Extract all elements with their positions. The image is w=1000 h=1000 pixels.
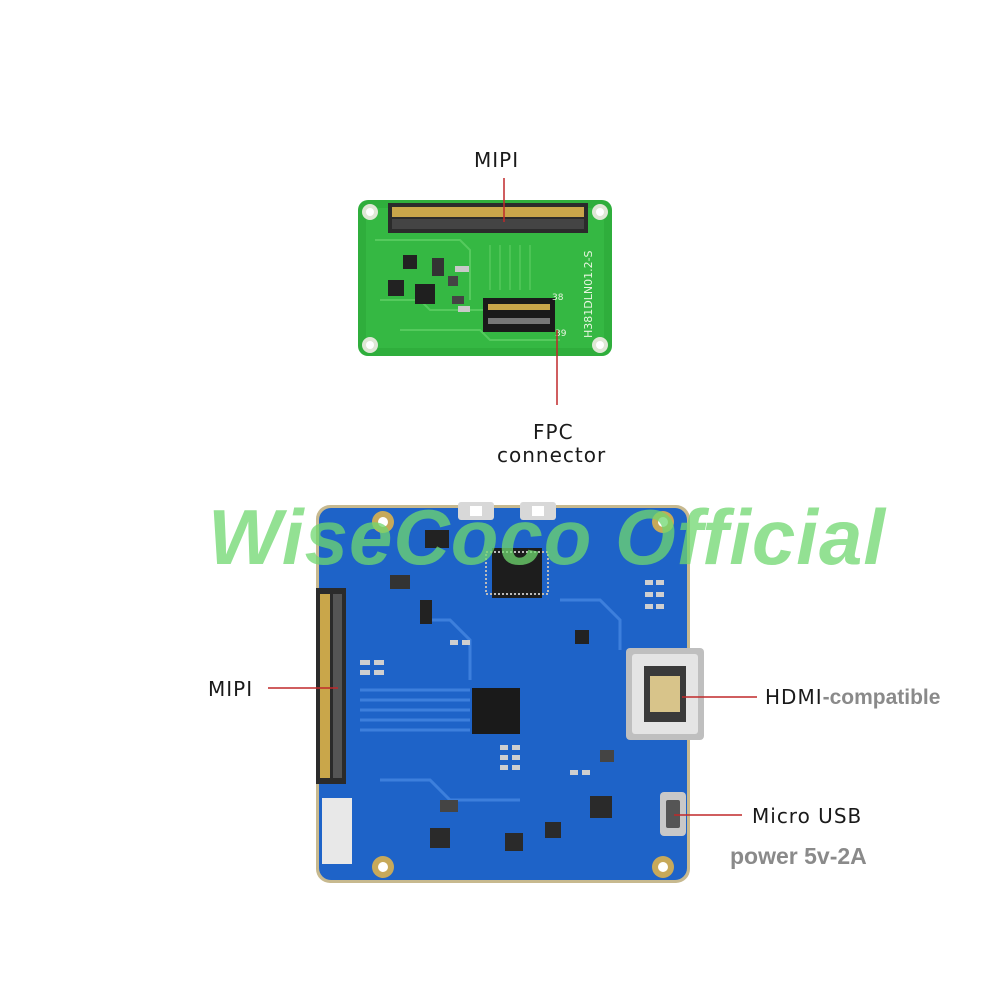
leader-lines <box>268 178 757 816</box>
label-power: power 5v-2A <box>730 843 867 869</box>
label-hdmi: HDMI-compatible <box>765 685 940 710</box>
label-hdmi-suffix: -compatible <box>822 686 941 709</box>
pin-label-a: 38 <box>552 293 564 303</box>
driver-board <box>316 502 704 883</box>
label-fpc: FPC <box>533 420 574 444</box>
pin-label-b: 39 <box>555 329 567 339</box>
label-hdmi-main: HDMI <box>765 685 823 709</box>
label-micro-usb: Micro USB <box>752 804 863 828</box>
watermark: WiseCoco Official <box>208 493 887 581</box>
label-connector: connector <box>497 443 607 467</box>
board-id-silkscreen: H381DLN01.2-S <box>582 250 595 338</box>
adapter-board <box>358 200 612 356</box>
label-mipi-left: MIPI <box>208 677 254 701</box>
label-mipi-top: MIPI <box>474 148 520 172</box>
